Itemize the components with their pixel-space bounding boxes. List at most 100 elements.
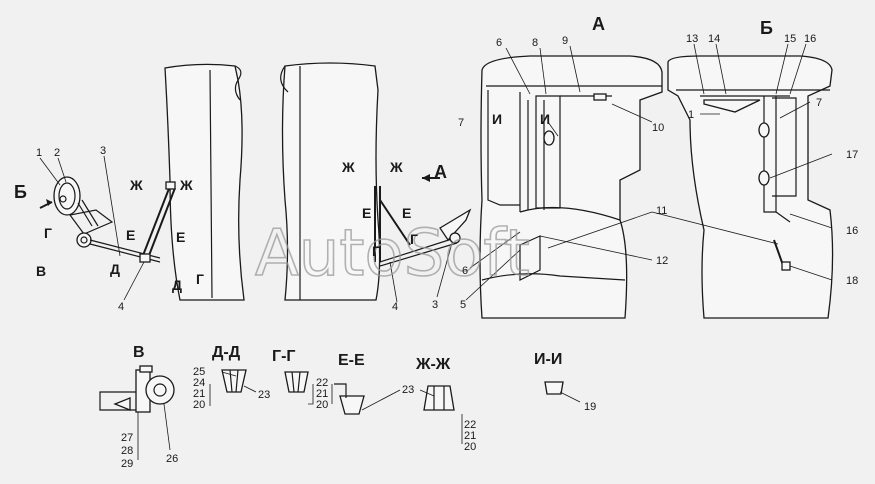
break-line-right [280,65,289,93]
callout-8: 8 [532,37,538,49]
mirror-pivot [59,195,67,203]
callout-s21c: 21 [464,430,476,442]
callout-4: 4 [118,301,124,313]
section-title-ee: Е-Е [338,352,365,369]
cut-g-right: Г [196,271,204,287]
bracket-right [439,208,472,242]
callout-15: 15 [784,33,796,45]
callout-s26: 26 [166,453,178,465]
callout-17: 17 [846,149,858,161]
callout-s22b: 22 [316,377,328,389]
callout-7a: 7 [458,117,464,129]
cab-b-pipe-down [775,211,791,223]
cab-a-frame-left [487,90,520,206]
detail-ii-clip [544,381,564,395]
callout-s23a: 23 [258,389,270,401]
callout-1b: 1 [688,109,694,121]
watermark: AutoSoft [255,217,530,291]
door-panel-right [281,62,381,301]
cut-v: В [36,263,46,279]
detail-v-bolt-head [139,365,153,373]
break-line-left [234,65,242,101]
cab-a-clip [593,93,607,101]
callout-13: 13 [686,33,698,45]
mirror-arm [77,199,99,227]
leader-lines [39,43,833,460]
door-panel-left [164,63,245,301]
detail-zhzh-bushing [423,385,455,411]
gas-strut-left [141,185,176,259]
cab-a-lower [481,273,626,281]
cab-a-step [519,235,541,281]
section-title-zhzh: Ж-Ж [415,356,451,373]
cab-b-pipe-loop [763,96,777,213]
mirror-mount-bolt [80,236,88,244]
detail-v-plate [99,391,141,411]
detail-dd-ribs [229,369,239,393]
detail-v-clamp [145,375,175,405]
cab-b-fitting-2 [758,170,770,186]
cab-a-fitting [543,130,555,146]
detail-ee-bracket [334,383,347,398]
detail-ee-bushing [339,395,365,415]
cab-b-fitting-1 [758,122,770,138]
callout-4b: 4 [392,301,398,313]
cut-i-right: И [540,111,550,127]
cut-g2-right: Г [410,231,418,247]
detail-v-clamp-inner [153,383,167,397]
callout-1: 1 [36,147,42,159]
cab-view-b [667,55,834,319]
strut-left-bottom-mount [139,253,151,263]
cut-zh2-right: Ж [389,159,403,175]
mirror-bracket [68,209,114,235]
view-b-arrowhead [46,199,52,206]
callout-6: 6 [462,265,468,277]
cut-i-left: И [492,111,502,127]
cut-zh-right: Ж [179,177,193,193]
callout-s21b: 21 [316,388,328,400]
detail-v-tab [113,397,131,411]
callout-16a: 16 [804,33,816,45]
view-label-a: А [592,14,605,34]
pivot-right [449,232,461,244]
cut-e2-left: Е [362,205,371,221]
callout-3b: 3 [432,299,438,311]
callout-s24: 24 [193,377,205,389]
cut-g-left: Г [44,225,52,241]
cut-g2-left: Г [372,243,380,259]
callout-s20b: 20 [316,399,328,411]
callout-18: 18 [846,275,858,287]
view-a-arrowhead [422,174,430,182]
section-title-ii: И-И [534,351,562,368]
section-title-gg: Г-Г [272,348,295,365]
callout-12: 12 [656,255,668,267]
mirror-head [53,176,81,216]
mirror-glass [58,182,76,210]
callout-14: 14 [708,33,720,45]
cut-e-left: Е [126,227,135,243]
callout-10: 10 [652,122,664,134]
section-title-v: В [133,344,145,361]
cut-d-left: Д [110,261,120,277]
cut-e-right: Е [176,229,185,245]
detail-gg-ribs [291,371,301,393]
callout-s23b: 23 [402,384,414,396]
callout-s20c: 20 [464,441,476,453]
cab-b-body [667,55,834,319]
callout-11: 11 [656,205,667,217]
callout-s29: 29 [121,458,133,470]
callout-s20a: 20 [193,399,205,411]
callout-s27: 27 [121,432,133,444]
cab-a-sill [519,206,621,221]
callout-numbers: 1 2 3 4 4 3 5 6 6 8 9 7 10 11 12 13 14 1… [36,33,858,470]
gas-strut-right [374,186,381,262]
cab-b-fan [703,99,761,113]
view-arrow-label-a: А [434,162,447,182]
callout-3: 3 [100,145,106,157]
door-panels [139,62,472,301]
view-arrow-label-b: Б [14,182,27,202]
callout-7b: 7 [816,97,822,109]
callout-s19: 19 [584,401,596,413]
